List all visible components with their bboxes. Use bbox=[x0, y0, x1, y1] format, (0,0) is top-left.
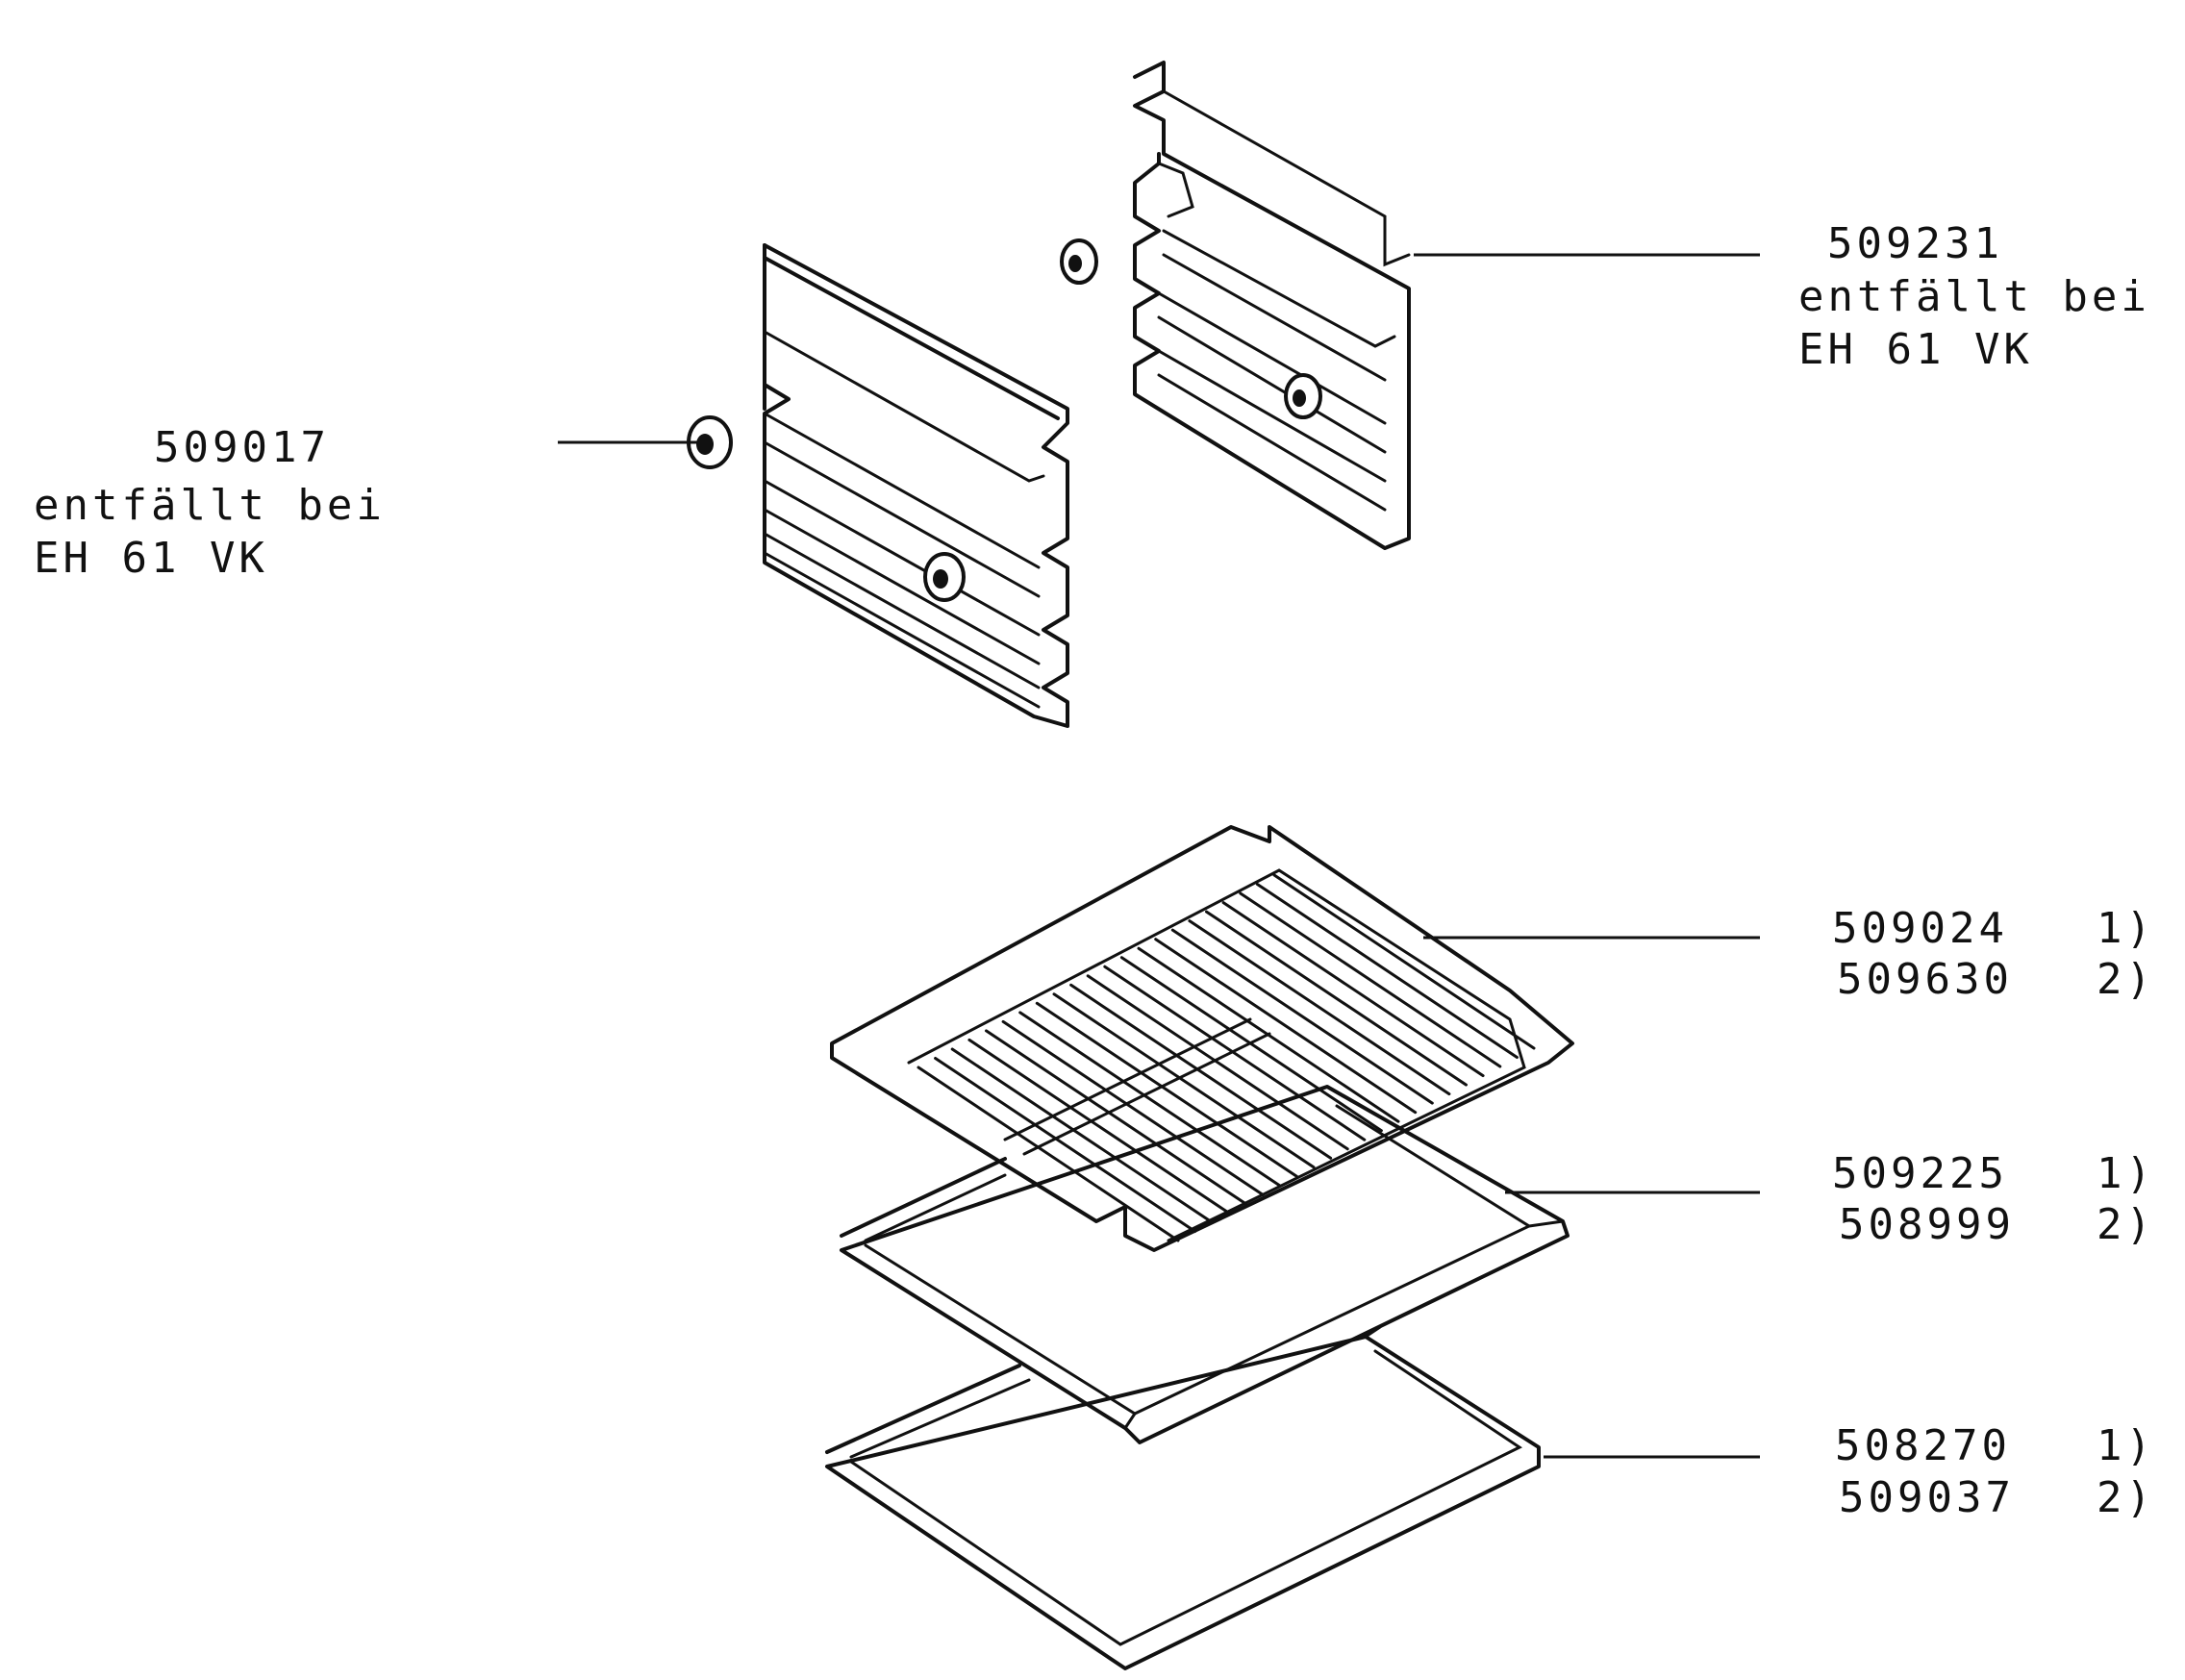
left-support-rail-3 bbox=[763, 440, 1041, 598]
wire-rack-drawing bbox=[830, 825, 1574, 1252]
screw-icon bbox=[687, 415, 733, 469]
label-509024: 509024 bbox=[1832, 904, 2008, 953]
label-509225: 509225 bbox=[1832, 1149, 2008, 1198]
right-shelf-support bbox=[1133, 61, 1411, 550]
screw-icon bbox=[1060, 238, 1098, 285]
footnote-2: 2) bbox=[2097, 1473, 2155, 1522]
left-support-rail-6 bbox=[763, 532, 1041, 690]
drip-pan-outline bbox=[825, 1335, 1541, 1670]
label-509017-note: entfällt bei bbox=[34, 481, 386, 530]
baking-tray-drawing bbox=[840, 1085, 1570, 1444]
label-509630: 509630 bbox=[1837, 955, 2013, 1004]
left-shelf-support bbox=[763, 243, 1069, 728]
right-support-rail-3 bbox=[1157, 291, 1387, 425]
baking-tray-inner-rim bbox=[864, 1104, 1533, 1416]
right-support-rail-4 bbox=[1157, 315, 1387, 454]
wire-rack-wires bbox=[917, 873, 1536, 1242]
baking-tray-bevel bbox=[1123, 1219, 1565, 1430]
label-509017: 509017 bbox=[154, 423, 330, 472]
left-support-rail-7 bbox=[763, 551, 1041, 709]
left-support-top-flange bbox=[763, 243, 1060, 420]
right-support-rail-6 bbox=[1157, 373, 1387, 512]
footnote-1: 1) bbox=[2097, 1421, 2155, 1470]
right-support-rail-2 bbox=[1162, 253, 1387, 382]
label-508270: 508270 bbox=[1835, 1421, 2011, 1470]
baking-tray-outline bbox=[840, 1085, 1570, 1444]
left-support-rail-5 bbox=[763, 508, 1041, 665]
right-support-rail-5 bbox=[1157, 349, 1387, 483]
label-509231-note: entfällt bei bbox=[1798, 272, 2150, 321]
left-support-rail-2 bbox=[763, 412, 1041, 569]
left-support-rail-4 bbox=[763, 479, 1041, 637]
right-support-outline bbox=[1133, 61, 1411, 550]
label-509017-model: EH 61 VK bbox=[34, 534, 268, 583]
footnote-1: 1) bbox=[2097, 904, 2155, 953]
footnote-1: 1) bbox=[2097, 1149, 2155, 1198]
footnote-2: 2) bbox=[2097, 955, 2155, 1004]
left-support-rail-1 bbox=[763, 330, 1045, 483]
label-509231-model: EH 61 VK bbox=[1798, 325, 2033, 374]
label-509037: 509037 bbox=[1839, 1473, 2015, 1522]
label-508999: 508999 bbox=[1839, 1200, 2015, 1249]
wire-rack-cross-bar bbox=[1003, 1017, 1271, 1156]
screw-icon bbox=[923, 552, 966, 602]
right-support-notch bbox=[1157, 162, 1194, 218]
drip-pan-side-seam bbox=[1364, 1325, 1541, 1464]
right-support-flange bbox=[1162, 89, 1411, 267]
left-support-outline bbox=[763, 243, 1069, 728]
screw-icon bbox=[1284, 373, 1322, 419]
wire-rack-inner-frame bbox=[907, 868, 1526, 1242]
right-support-rail-1 bbox=[1162, 229, 1396, 348]
drip-pan-inner-rim bbox=[849, 1349, 1522, 1646]
footnote-2: 2) bbox=[2097, 1200, 2155, 1249]
wire-rack-frame bbox=[830, 825, 1574, 1252]
label-509231: 509231 bbox=[1827, 219, 2003, 268]
drip-pan-drawing bbox=[825, 1325, 1541, 1670]
